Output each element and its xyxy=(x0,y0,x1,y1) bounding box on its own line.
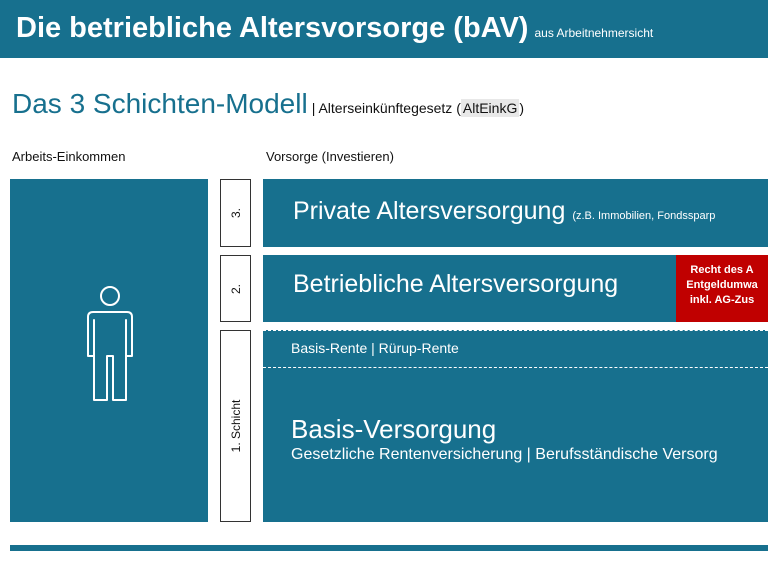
model-subtitle: | Alterseinkünftegesetz (AltEinkG) xyxy=(311,99,525,117)
private-provision-note: (z.B. Immobilien, Fondssparp xyxy=(572,210,716,222)
page-subtitle: aus Arbeitnehmersicht xyxy=(534,26,654,40)
layer-3-tab: 3. xyxy=(220,179,251,247)
page-title-text: Die betriebliche Altersvorsorge (bAV) xyxy=(16,12,529,44)
private-provision-title: Private Altersversorgung (z.B. Immobilie… xyxy=(293,197,715,226)
bottom-divider xyxy=(10,545,768,551)
private-provision-title-text: Private Altersversorgung xyxy=(293,197,566,225)
layer-1-number: 1. Schicht xyxy=(228,399,243,453)
occupational-provision-title: Betriebliche Altersversorgung xyxy=(293,270,619,298)
callout-line: inkl. AG-Zus xyxy=(689,294,755,306)
callout-line: Recht des A xyxy=(690,264,754,276)
layer-1-tab: 1. Schicht xyxy=(220,330,251,522)
basis-rente-label: Basis-Rente | Rürup-Rente xyxy=(291,340,459,356)
layer-2-tab: 2. xyxy=(220,255,251,322)
income-column-label: Arbeits-Einkommen xyxy=(12,149,126,164)
basic-provision-subtitle: Gesetzliche Rentenversicherung | Berufss… xyxy=(291,446,718,463)
employee-rights-callout: Recht des A Entgeldumwa inkl. AG-Zus xyxy=(676,255,768,322)
model-subtitle-prefix: | Alterseinkünftegesetz ( xyxy=(311,100,461,116)
layer-3-number: 3. xyxy=(228,207,243,219)
provision-column-label: Vorsorge (Investieren) xyxy=(266,149,394,164)
model-title: Das 3 Schichten-Modell| Alterseinkünfteg… xyxy=(12,88,524,120)
model-title-text: Das 3 Schichten-Modell xyxy=(12,88,308,119)
basic-provision-title: Basis-Versorgung xyxy=(291,414,497,444)
header-bar xyxy=(0,0,768,58)
model-abbreviation: AltEinkG xyxy=(460,99,520,117)
callout-line: Entgeldumwa xyxy=(686,279,758,291)
person-outline-icon xyxy=(87,286,133,401)
income-box xyxy=(10,179,208,522)
private-provision-block: Private Altersversorgung (z.B. Immobilie… xyxy=(263,179,768,247)
page-title: Die betriebliche Altersvorsorge (bAV) aus… xyxy=(16,12,653,45)
basis-rente-band: Basis-Rente | Rürup-Rente xyxy=(263,330,768,368)
layer-2-number: 2. xyxy=(228,283,243,294)
model-subtitle-suffix: ) xyxy=(519,100,525,116)
